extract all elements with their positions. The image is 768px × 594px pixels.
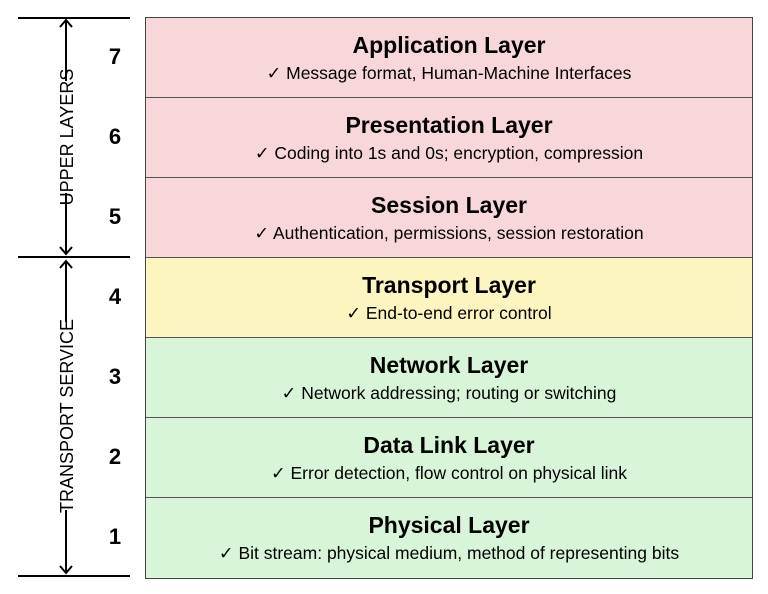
layer-title: Transport Layer <box>362 271 536 298</box>
layer-7-box: Application Layer ✓ Message format, Human… <box>146 18 752 98</box>
upper-arrow-head-up <box>59 18 73 28</box>
layer-number: 5 <box>108 204 122 229</box>
layer-description: ✓ Error detection, flow control on physi… <box>271 461 627 485</box>
group-divider-line <box>18 256 130 258</box>
layer-number: 3 <box>108 364 122 389</box>
upper-layers-label: UPPER LAYERS <box>57 69 77 206</box>
layer-number: 4 <box>108 284 122 309</box>
layer-number: 7 <box>108 44 122 69</box>
layer-title: Data Link Layer <box>363 431 535 458</box>
layer-title: Presentation Layer <box>345 111 553 138</box>
layer-3-box: Network Layer ✓ Network addressing; routi… <box>146 338 752 418</box>
layer-title: Physical Layer <box>368 512 530 538</box>
layer-description-text: Authentication, permissions, session res… <box>272 222 644 243</box>
layer-description: ✓ Message format, Human-Machine Interfac… <box>267 61 632 85</box>
upper-layers-group-label: UPPER LAYERS <box>46 17 86 257</box>
layer-description: ✓ Authentication, permissions, session r… <box>254 221 643 245</box>
layer-description: ✓ End-to-end error control <box>346 301 551 325</box>
check-icon: ✓ <box>266 62 282 83</box>
layer-number: 6 <box>108 124 122 149</box>
transport-service-group-label: TRANSPORT SERVICE <box>46 257 86 575</box>
layer-description-text: Bit stream: physical medium, method of r… <box>238 543 680 563</box>
layer-description-text: Coding into 1s and 0s; encryption, compr… <box>274 142 644 163</box>
layer-description: ✓ Bit stream: physical medium, method of… <box>219 541 679 565</box>
upper-bracket-top-line <box>18 17 130 19</box>
layer-1-box: Physical Layer ✓ Bit stream: physical med… <box>146 498 752 578</box>
check-icon: ✓ <box>254 142 270 163</box>
check-icon: ✓ <box>270 462 286 483</box>
check-icon: ✓ <box>218 543 234 563</box>
layer-title: Session Layer <box>371 191 527 218</box>
layer-description: ✓ Network addressing; routing or switchi… <box>282 381 617 405</box>
transport-service-label: TRANSPORT SERVICE <box>57 319 77 513</box>
layer-title: Application Layer <box>352 31 546 58</box>
layer-description-text: Network addressing; routing or switching <box>301 382 617 403</box>
layer-stack: Application Layer ✓ Message format, Human… <box>145 17 753 579</box>
layer-number: 2 <box>108 444 122 469</box>
layer-2-box: Data Link Layer ✓ Error detection, flow c… <box>146 418 752 498</box>
layer-number: 1 <box>108 524 122 549</box>
layer-description-text: End-to-end error control <box>365 302 552 323</box>
layer-description-text: Error detection, flow control on physica… <box>290 462 628 483</box>
layer-6-box: Presentation Layer ✓ Coding into 1s and 0… <box>146 98 752 178</box>
layer-title: Network Layer <box>369 351 529 378</box>
upper-arrow-head-down <box>59 246 73 256</box>
layer-5-box: Session Layer ✓ Authentication, permissio… <box>146 178 752 258</box>
check-icon: ✓ <box>281 382 297 403</box>
check-icon: ✓ <box>346 302 361 323</box>
lower-bracket-bottom-line <box>18 575 130 577</box>
layer-4-box: Transport Layer✓ End-to-end error contro… <box>146 258 752 338</box>
layer-description-text: Message format, Human-Machine Interfaces <box>286 62 632 83</box>
layer-description: ✓ Coding into 1s and 0s; encryption, com… <box>255 141 643 165</box>
check-icon: ✓ <box>254 222 270 243</box>
